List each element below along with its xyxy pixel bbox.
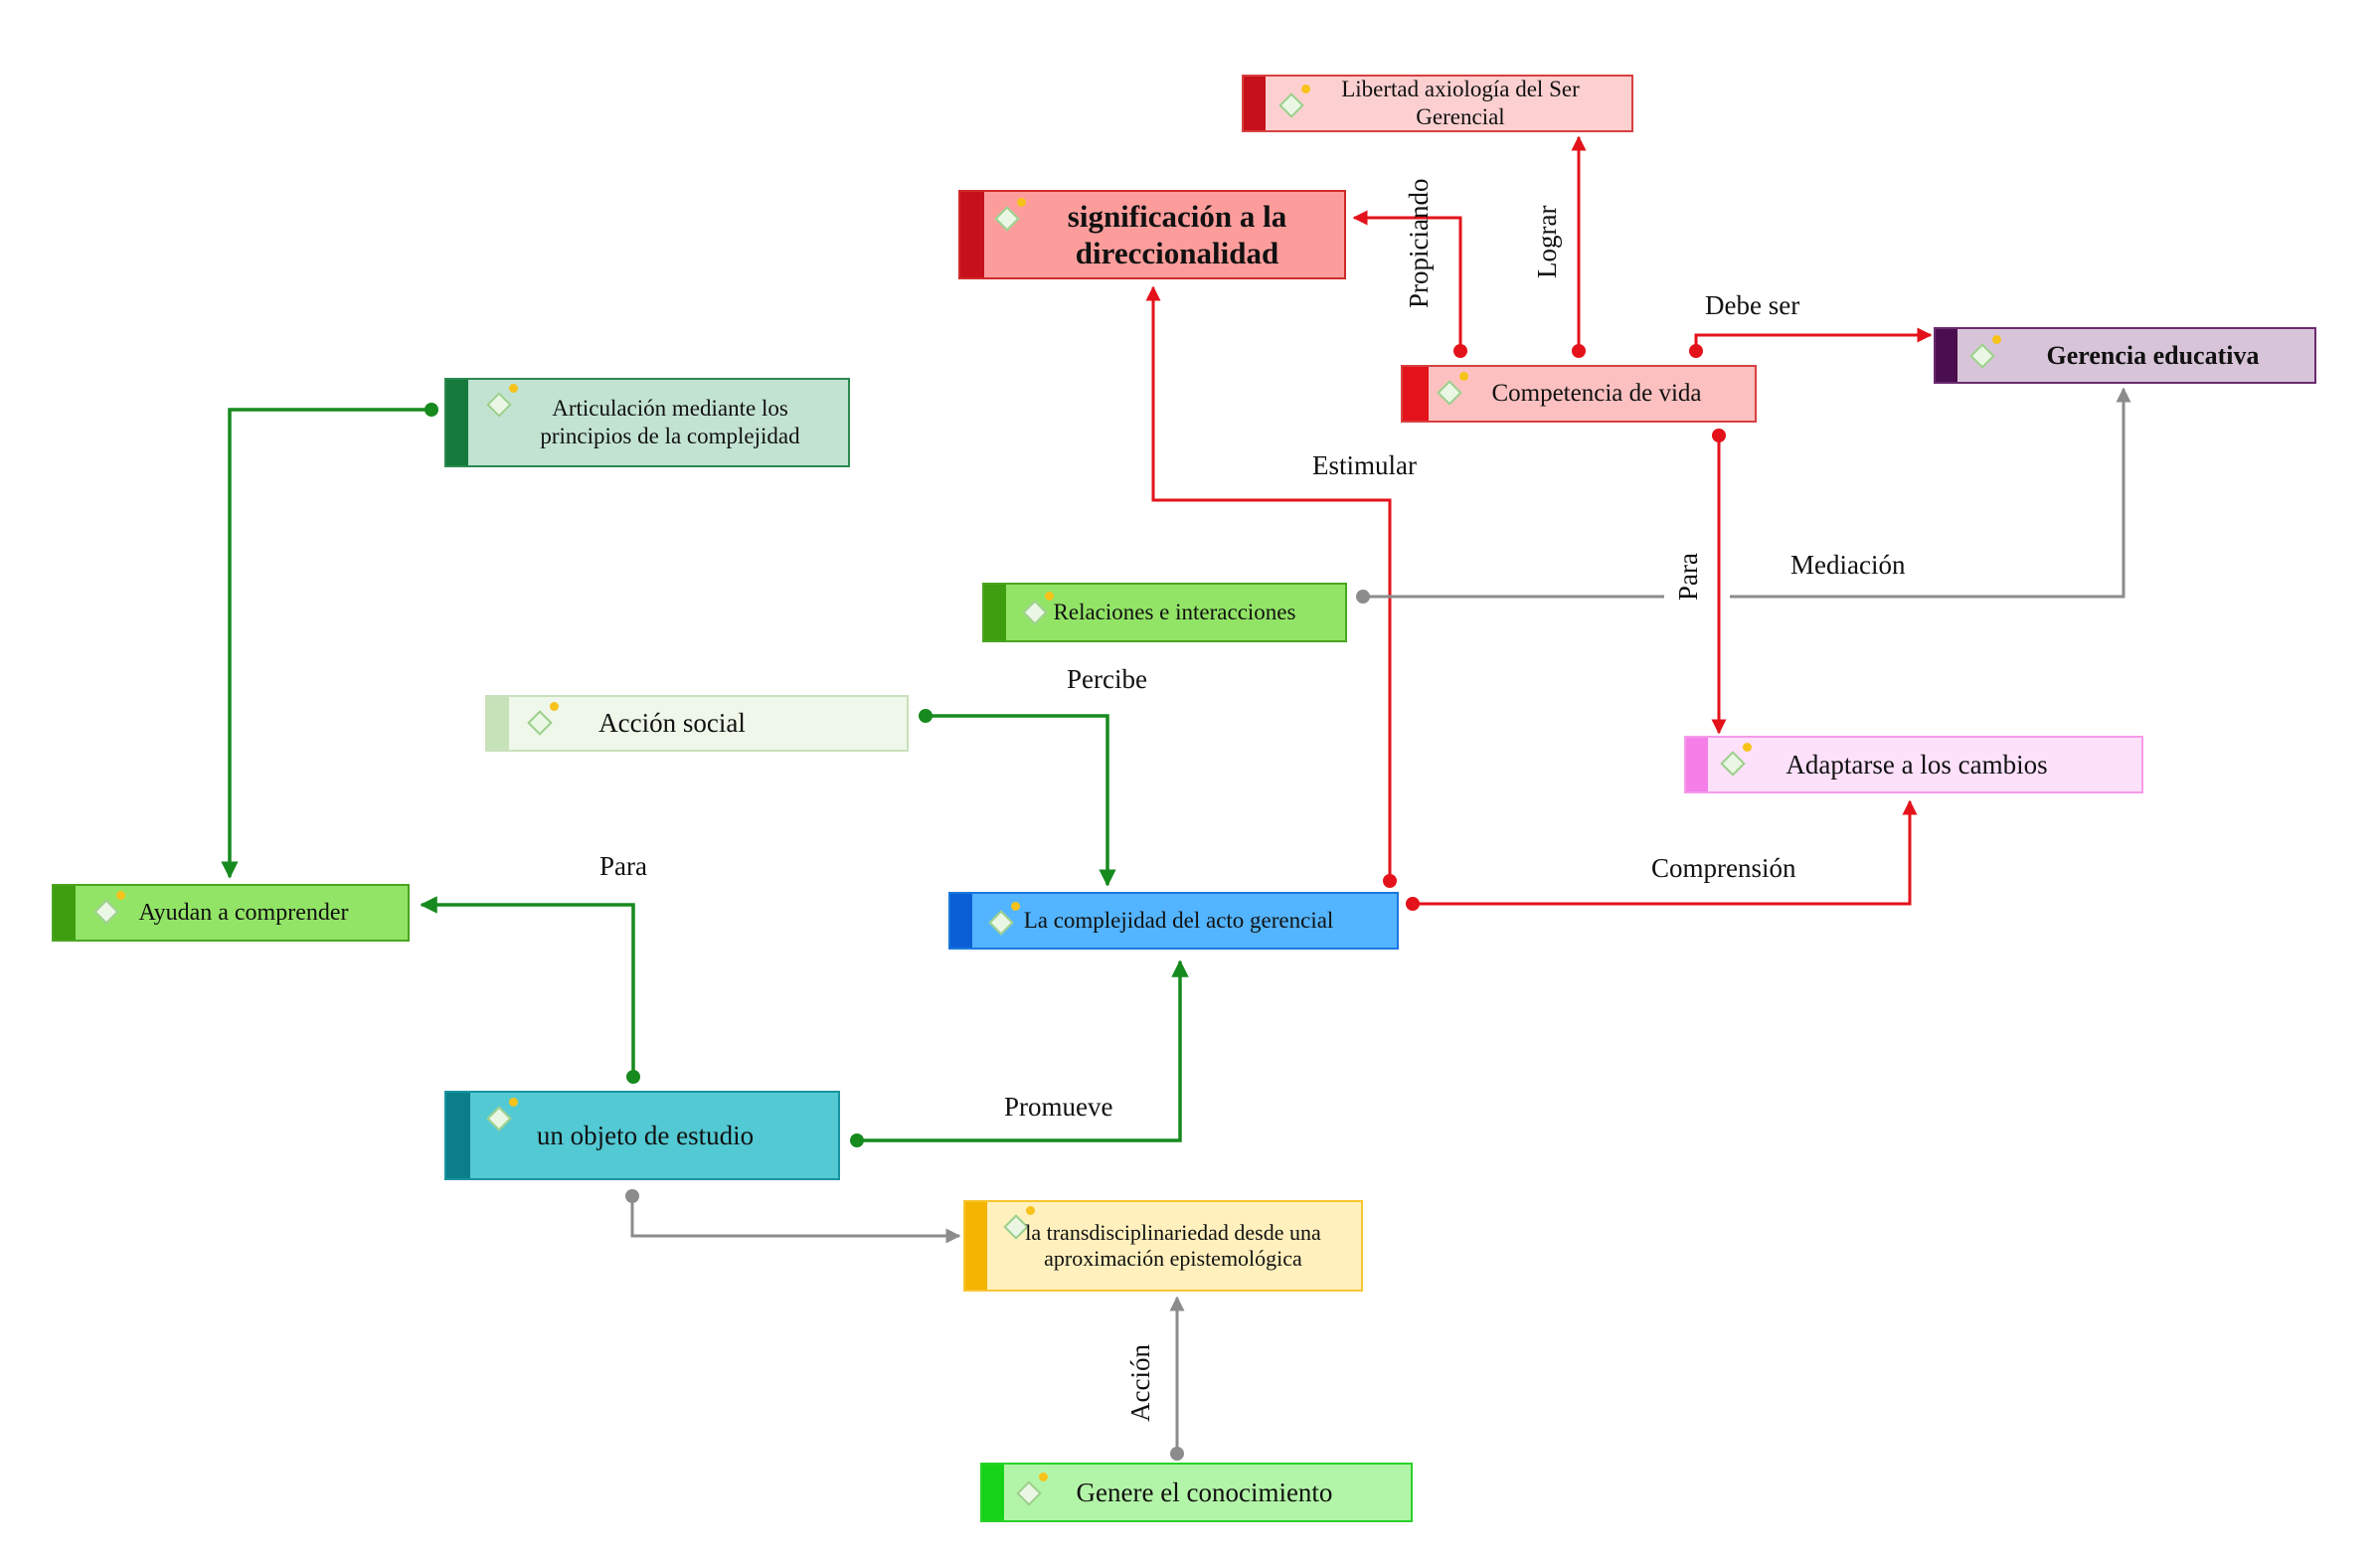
- edge-dot: [1572, 344, 1586, 358]
- edge-dot: [425, 403, 438, 417]
- node-diamond-icon: [994, 198, 1026, 232]
- node-diamond-icon: [93, 891, 125, 925]
- node-diamond-icon: [1720, 743, 1752, 777]
- node-color-bar: [1244, 77, 1266, 130]
- edge-dot: [626, 1070, 640, 1084]
- node-genere-conocimiento[interactable]: Genere el conocimiento: [980, 1463, 1413, 1522]
- node-ayudan-a-comprender[interactable]: Ayudan a comprender: [52, 884, 410, 942]
- edge-dot: [1712, 429, 1726, 442]
- edge-relaciones-gerencia-cont: [1730, 387, 2131, 599]
- edge-label-accion: Acción: [1125, 1344, 1155, 1422]
- node-label: la transdisciplinariedad desde una aprox…: [1025, 1219, 1321, 1271]
- edge-dot: [919, 709, 933, 723]
- node-diamond-icon: [1003, 1206, 1035, 1240]
- edge-dot: [1453, 344, 1467, 358]
- node-color-bar: [982, 1465, 1004, 1520]
- node-label: Gerencia educativa: [2046, 340, 2260, 370]
- node-diamond-icon: [486, 1098, 518, 1131]
- node-color-bar: [965, 1202, 987, 1290]
- node-diamond-icon: [1016, 1473, 1048, 1506]
- edge-objeto-complejidad: [857, 959, 1189, 1142]
- node-label: Competencia de vida: [1491, 380, 1702, 407]
- edge-label-mediacion: Mediación: [1790, 550, 1906, 580]
- node-label: Adaptarse a los cambios: [1785, 749, 2048, 780]
- node-label: Relaciones e interacciones: [1053, 600, 1296, 625]
- edge-articulacion-ayudan: [221, 408, 431, 879]
- node-label: Articulación mediante los principios de …: [540, 396, 800, 448]
- node-diamond-icon: [988, 902, 1020, 936]
- edge-label-percibe: Percibe: [1067, 664, 1147, 694]
- edge-complejidad-significacion: [1145, 285, 1392, 881]
- edge-dot: [1383, 874, 1397, 888]
- edge-label-para: Para: [599, 851, 647, 881]
- node-label: Libertad axiología del Ser Gerencial: [1341, 77, 1580, 129]
- edge-dot: [1406, 897, 1420, 911]
- node-label: Genere el conocimiento: [1076, 1477, 1333, 1507]
- node-libertad-axiologia[interactable]: Libertad axiología del Ser Gerencial: [1242, 75, 1633, 132]
- edge-objeto-ayudan: [420, 896, 635, 1077]
- node-articulacion-complejidad[interactable]: Articulación mediante los principios de …: [444, 378, 850, 467]
- edge-dot: [850, 1133, 864, 1147]
- node-label: significación a la direccionalidad: [1067, 198, 1287, 270]
- edge-accionsocial-complejidad: [926, 714, 1116, 887]
- node-color-bar: [487, 697, 509, 750]
- node-relaciones-interacciones[interactable]: Relaciones e interacciones: [982, 583, 1347, 642]
- edge-dot: [1356, 590, 1370, 604]
- edge-competencia-significacion: [1352, 210, 1462, 350]
- node-color-bar: [950, 894, 972, 948]
- node-color-bar: [1403, 367, 1429, 421]
- node-color-bar: [1686, 738, 1708, 791]
- edge-dot: [625, 1189, 639, 1203]
- edge-dot: [1689, 344, 1703, 358]
- edge-competencia-gerencia: [1694, 327, 1933, 351]
- node-diamond-icon: [1022, 592, 1054, 625]
- node-competencia-de-vida[interactable]: Competencia de vida: [1401, 365, 1757, 423]
- node-accion-social[interactable]: Acción social: [485, 695, 909, 752]
- node-diamond-icon: [1969, 335, 2001, 369]
- node-color-bar: [1936, 329, 1957, 382]
- node-diamond-icon: [527, 702, 559, 736]
- edge-label-para-vertical: Para: [1673, 553, 1703, 601]
- edge-label-estimular: Estimular: [1312, 450, 1417, 480]
- edge-label-lograr: Lograr: [1532, 205, 1562, 278]
- node-color-bar: [984, 585, 1006, 640]
- node-complejidad-acto-gerencial[interactable]: La complejidad del acto gerencial: [948, 892, 1399, 950]
- node-color-bar: [960, 192, 984, 277]
- edge-objeto-transdisciplinariedad: [630, 1196, 961, 1244]
- node-diamond-icon: [1437, 372, 1468, 406]
- edge-label-promueve: Promueve: [1004, 1092, 1113, 1122]
- node-color-bar: [446, 1093, 470, 1178]
- edge-label-comprension: Comprensión: [1651, 853, 1796, 883]
- edge-label-propiciando: Propiciando: [1404, 178, 1434, 308]
- node-color-bar: [446, 380, 468, 465]
- node-diamond-icon: [1278, 85, 1310, 118]
- edge-complejidad-adaptarse: [1413, 799, 1918, 906]
- node-transdisciplinariedad[interactable]: la transdisciplinariedad desde una aprox…: [963, 1200, 1363, 1292]
- node-label: Acción social: [598, 708, 746, 739]
- node-label: Ayudan a comprender: [138, 899, 349, 926]
- edge-dot: [1170, 1447, 1184, 1461]
- node-adaptarse-cambios[interactable]: Adaptarse a los cambios: [1684, 736, 2143, 793]
- node-diamond-icon: [486, 384, 518, 418]
- node-gerencia-educativa[interactable]: Gerencia educativa: [1934, 327, 2316, 384]
- node-label: un objeto de estudio: [536, 1120, 755, 1150]
- edge-label-debe-ser: Debe ser: [1705, 290, 1800, 320]
- node-color-bar: [54, 886, 76, 940]
- node-label: La complejidad del acto gerencial: [1023, 908, 1334, 934]
- node-significacion-direccionalidad[interactable]: significación a la direccionalidad: [958, 190, 1346, 279]
- node-objeto-de-estudio[interactable]: un objeto de estudio: [444, 1091, 840, 1180]
